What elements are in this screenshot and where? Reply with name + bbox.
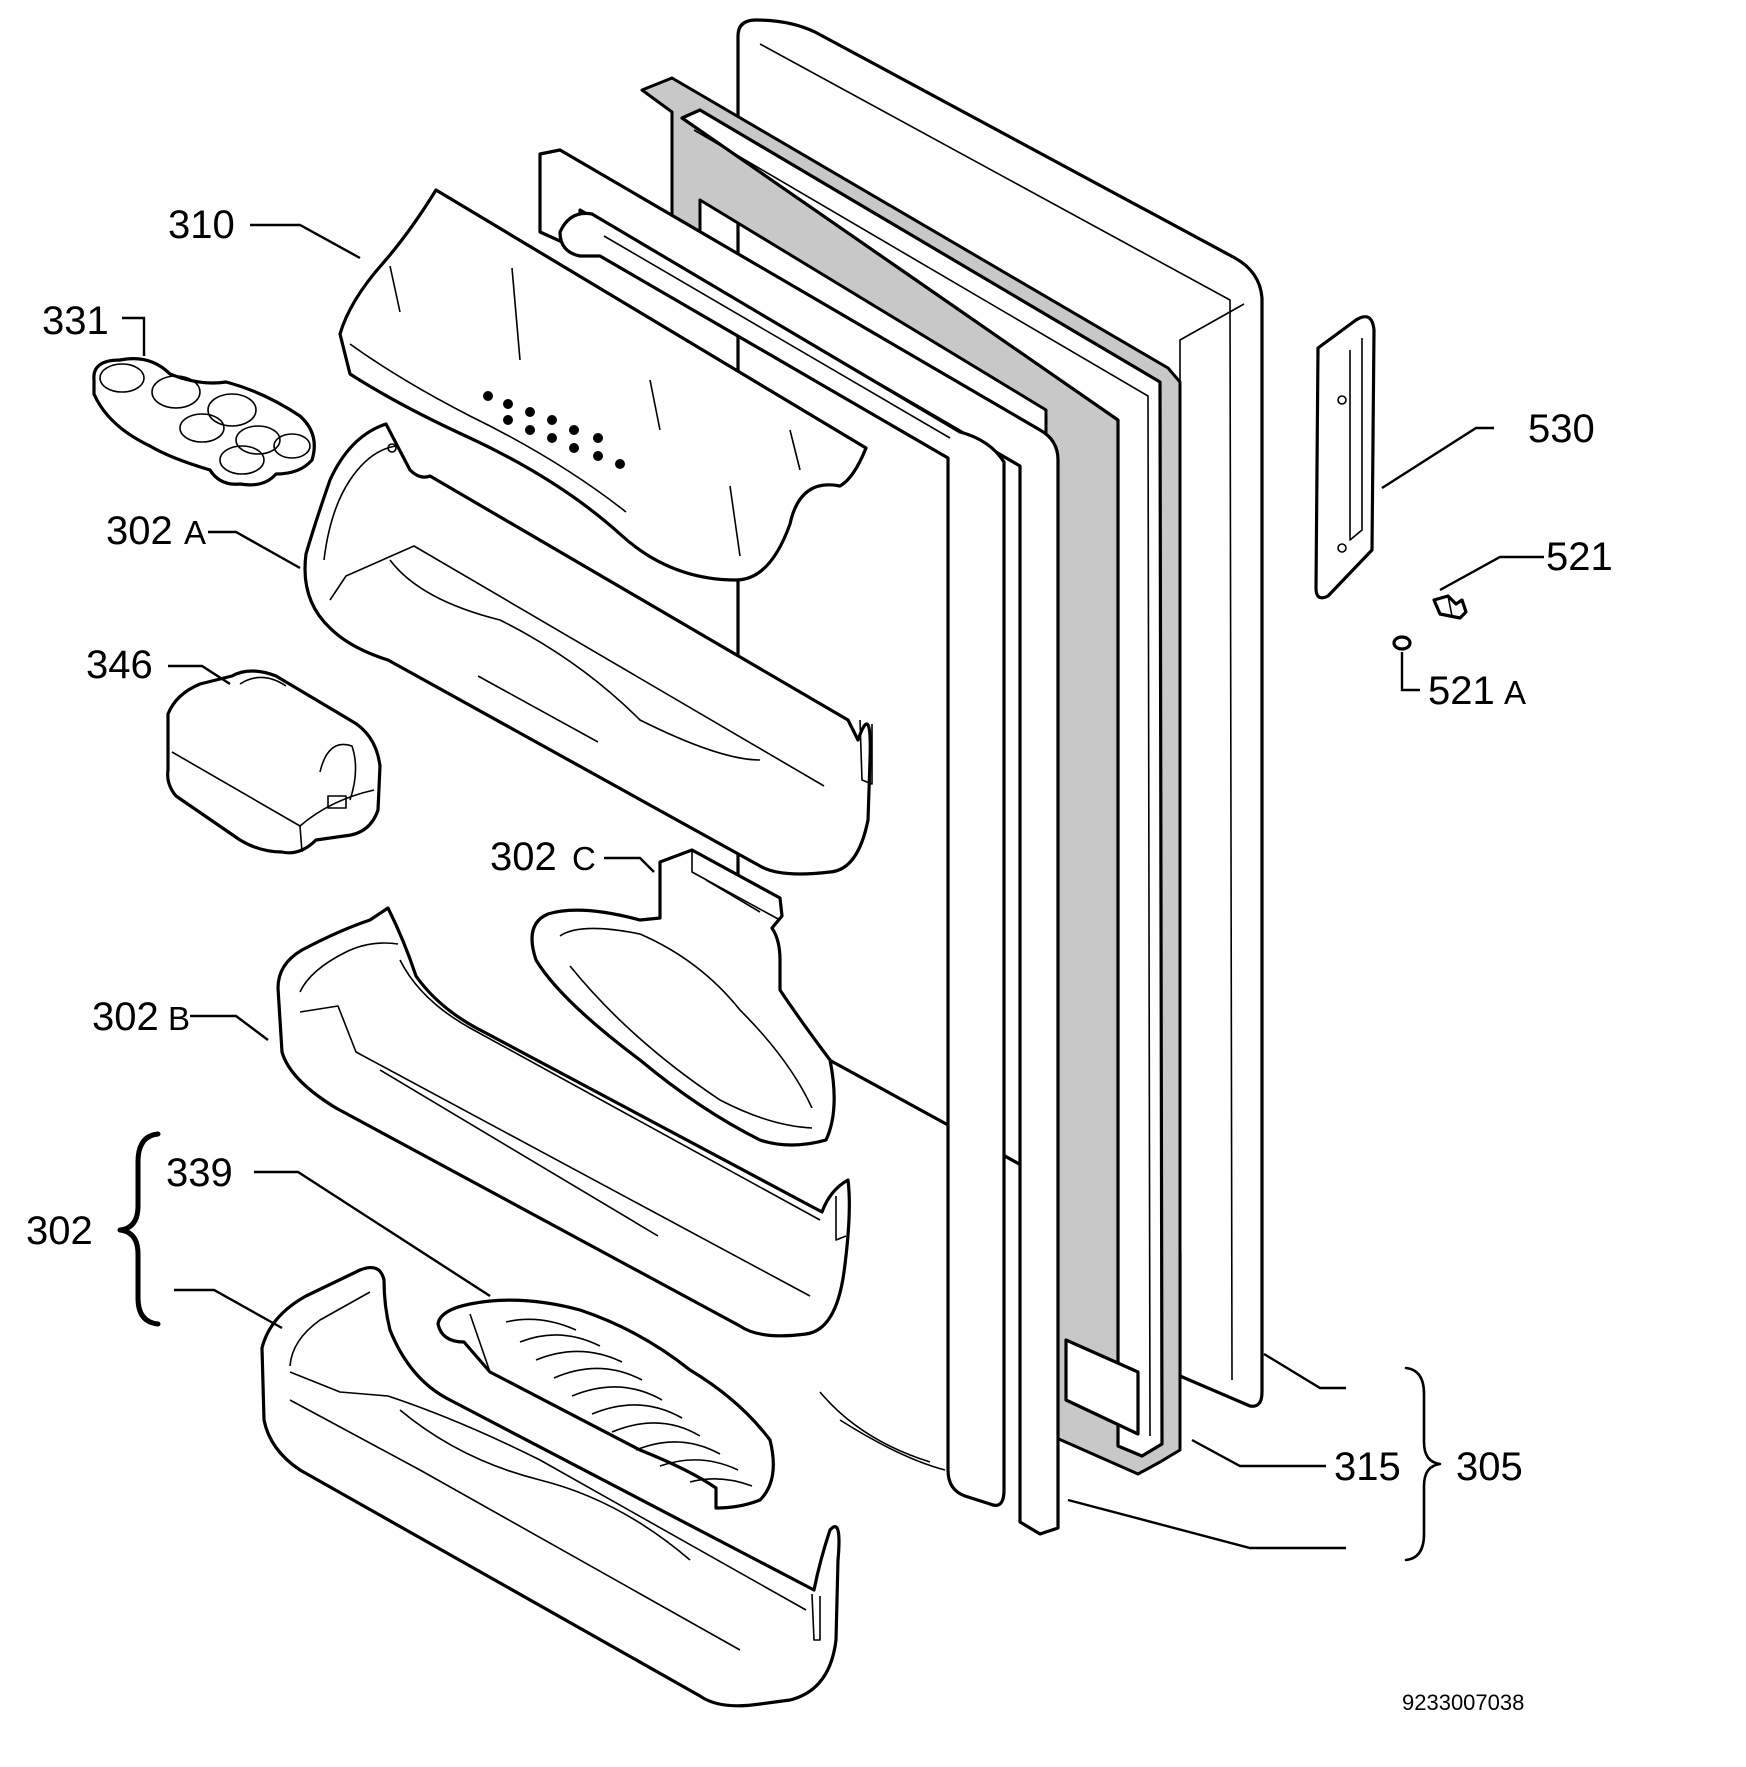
leader-lines [122, 223, 1544, 1550]
can-insert-339 [436, 1298, 775, 1510]
label-302: 302 [26, 1209, 93, 1253]
bottle-holder-302c [530, 848, 836, 1147]
label-310: 310 [168, 203, 235, 247]
butter-dish-346 [166, 669, 382, 855]
label-305: 305 [1456, 1445, 1523, 1489]
label-521a-suffix: A [1504, 674, 1526, 711]
callout-labels: 310 331 302 A 346 302 C 302 B 339 302 53… [26, 203, 1613, 1715]
label-315: 315 [1334, 1445, 1401, 1489]
door-handle-530 [1314, 315, 1376, 600]
label-331: 331 [42, 299, 109, 343]
brace-302 [117, 1131, 161, 1327]
label-339: 339 [166, 1151, 233, 1195]
egg-tray-331 [92, 357, 316, 487]
inner-door-liner [538, 148, 1060, 1536]
label-302c: 302 [490, 835, 557, 879]
bottom-door-shelf-302 [260, 1266, 841, 1708]
door-shelf-302a [303, 422, 873, 876]
label-302a: 302 [106, 509, 173, 553]
insert-ribs [505, 1318, 753, 1487]
brace-305 [1404, 1366, 1442, 1562]
label-302c-suffix: C [572, 840, 596, 877]
label-521: 521 [1546, 535, 1613, 579]
label-346: 346 [86, 643, 153, 687]
label-302b-suffix: B [168, 1000, 190, 1037]
vent-holes [483, 391, 625, 469]
shelf-lid-310 [338, 188, 868, 582]
hinge-pin-521 [1432, 594, 1468, 620]
drawing-number: 9233007038 [1402, 1690, 1524, 1715]
label-521a: 521 [1428, 669, 1495, 713]
door-shelf-302b [276, 906, 851, 1338]
washer-521a [1392, 635, 1412, 651]
label-302a-suffix: A [184, 514, 206, 551]
label-302b: 302 [92, 995, 159, 1039]
label-530: 530 [1528, 407, 1595, 451]
